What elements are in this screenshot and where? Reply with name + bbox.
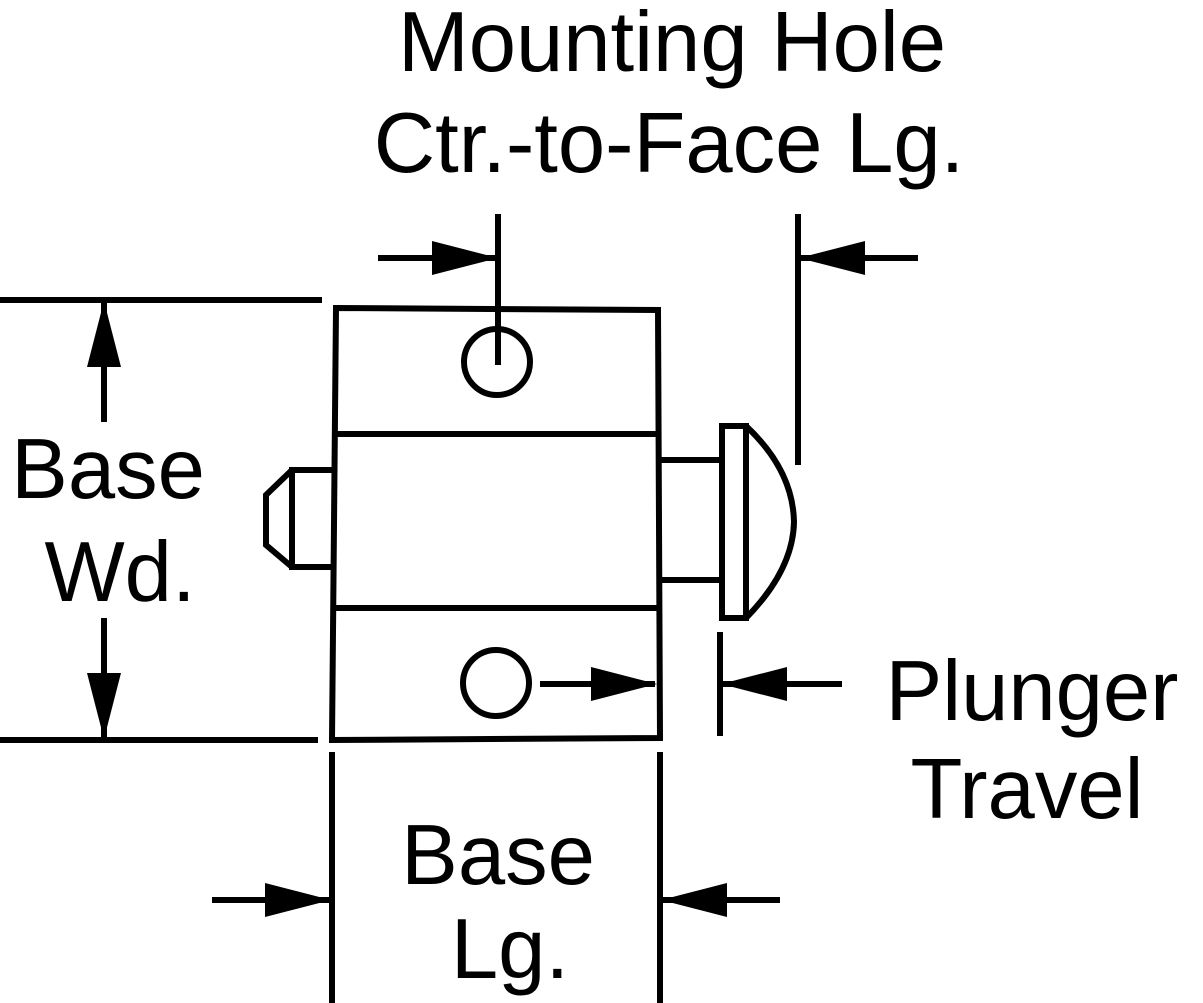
mounting-hole-dimension: Mounting Hole Ctr.-to-Face Lg. — [374, 0, 964, 465]
base-width-label-line1: Base — [11, 422, 205, 517]
rear-knob — [263, 467, 334, 570]
base-width-label-line2: Wd. — [44, 525, 195, 620]
mounting-hole-label-line1: Mounting Hole — [398, 0, 946, 90]
plunger-flange — [719, 423, 749, 621]
plunger-travel-label-line2: Travel — [910, 742, 1143, 837]
plunger-travel-dimension: Plunger Travel — [540, 632, 1178, 837]
mounting-hole-label-line2: Ctr.-to-Face Lg. — [374, 96, 964, 191]
plunger-head — [660, 423, 798, 621]
plunger-travel-label-line1: Plunger — [886, 644, 1179, 739]
plunger-dome — [743, 423, 798, 621]
base-width-dimension: Base Wd. — [0, 297, 322, 743]
mounting-hole-bottom — [460, 647, 532, 719]
rear-knob-cap — [263, 467, 295, 570]
plunger-body — [328, 304, 664, 744]
base-length-label-line1: Base — [401, 808, 595, 903]
base-length-label-line2: Lg. — [451, 902, 569, 997]
rear-knob-shaft — [289, 467, 334, 570]
body-outline — [328, 304, 664, 744]
base-length-dimension: Base Lg. — [212, 752, 780, 1003]
plunger-shaft — [660, 457, 722, 583]
